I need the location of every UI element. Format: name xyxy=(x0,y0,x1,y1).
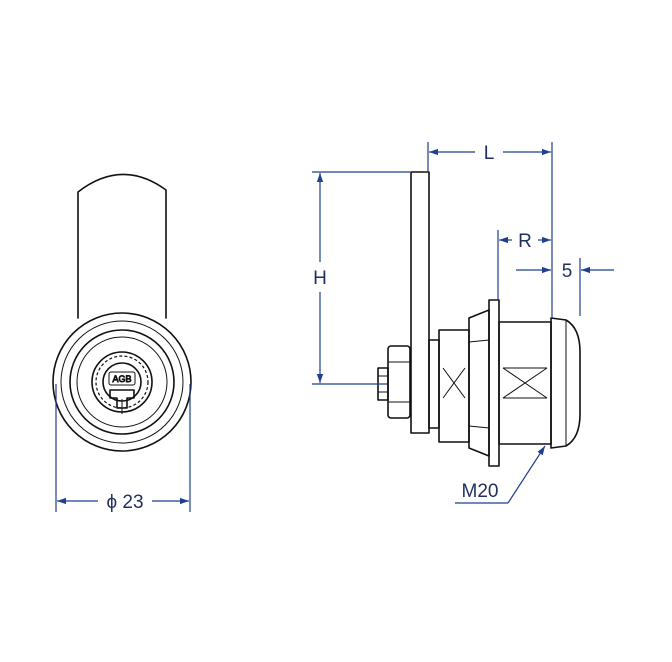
front-flange xyxy=(550,317,581,449)
outer-bezel-inner xyxy=(60,320,184,444)
front-view: AGB ϕ 23 xyxy=(52,173,192,513)
body-ring-inner xyxy=(76,336,168,428)
logo-box xyxy=(108,371,136,386)
five-label: 5 xyxy=(562,261,573,282)
housing-left xyxy=(438,329,470,443)
hex-nut xyxy=(468,309,490,457)
cam-plate xyxy=(410,171,430,434)
diameter-label: ϕ 23 xyxy=(106,492,143,513)
brand-logo: AGB xyxy=(112,374,131,384)
h-label: H xyxy=(313,268,327,289)
m20-leader xyxy=(507,445,546,504)
side-view: H L R 5 M20 xyxy=(312,142,614,504)
plate-washer xyxy=(428,339,440,429)
l-label: L xyxy=(484,143,495,164)
m20-label: M20 xyxy=(462,481,499,502)
cylinder-teeth xyxy=(95,355,149,409)
body-ring xyxy=(69,329,175,435)
outer-bezel xyxy=(52,312,192,452)
hex-nut-flat-bottom xyxy=(468,425,490,429)
bolt-nut xyxy=(387,345,411,419)
keyway xyxy=(109,389,135,409)
cam-arm xyxy=(77,173,167,319)
housing-diag-2 xyxy=(442,367,466,399)
lock-washer xyxy=(488,299,500,467)
r-label: R xyxy=(518,231,532,252)
body-diag-2 xyxy=(502,367,548,399)
hex-nut-flat-top xyxy=(468,339,490,343)
